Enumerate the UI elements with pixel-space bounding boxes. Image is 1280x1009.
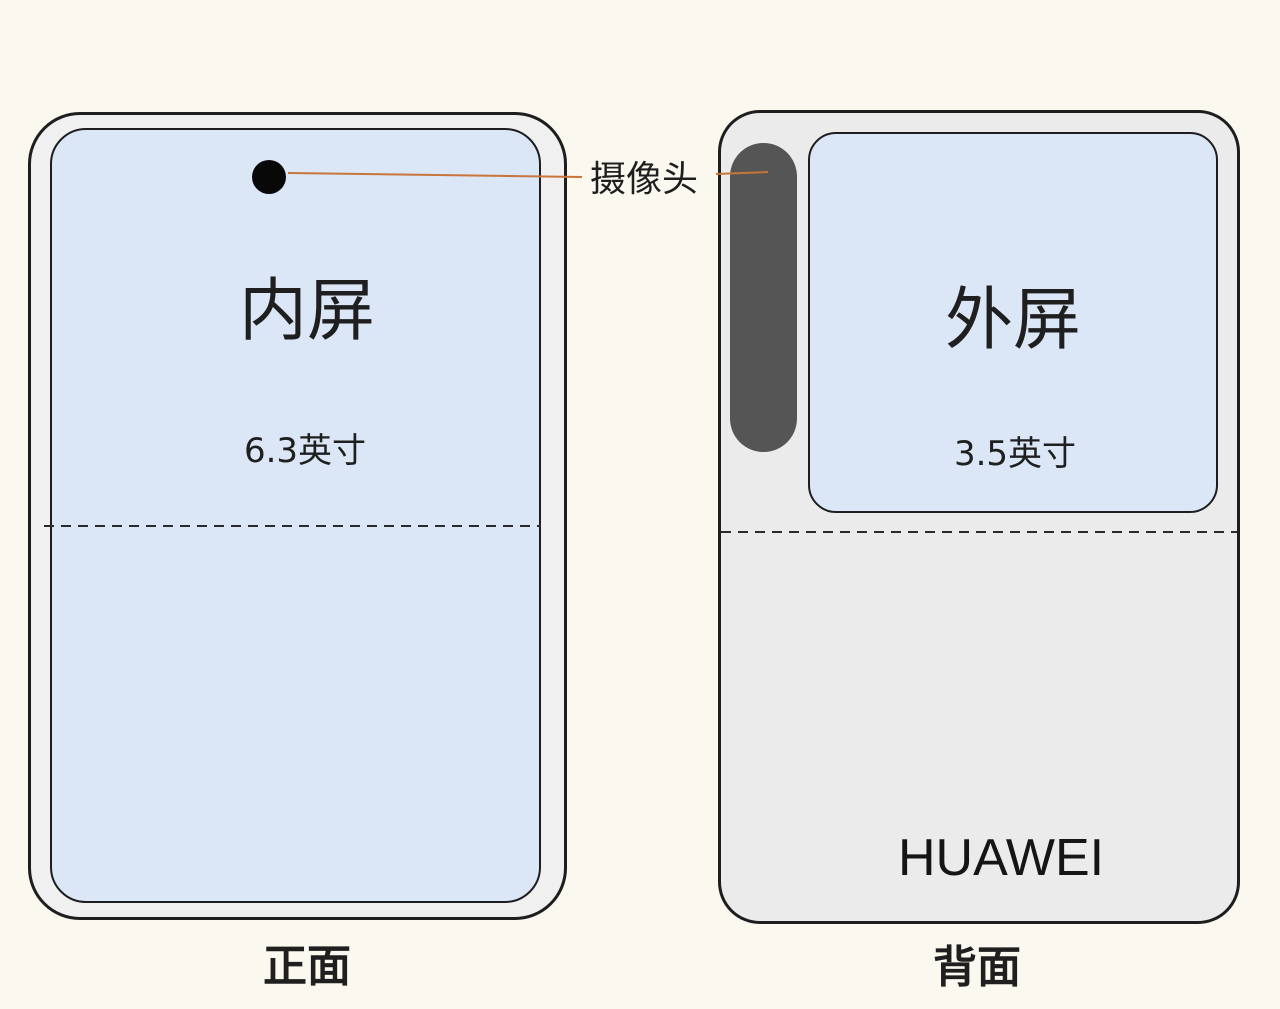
brand-logo-text: HUAWEI [898, 829, 1105, 887]
inner-screen-size: 6.3英寸 [243, 431, 367, 471]
camera-hole-icon [252, 160, 286, 194]
camera-label: 摄像头 [590, 159, 699, 200]
outer-screen-size: 3.5英寸 [953, 434, 1077, 474]
back-view-phone: 外屏 3.5英寸 HUAWEI [718, 110, 1240, 924]
inner-screen: 内屏 6.3英寸 [50, 128, 541, 903]
fold-line-front [44, 525, 541, 527]
outer-screen: 外屏 3.5英寸 [808, 132, 1218, 513]
front-view-phone: 内屏 6.3英寸 [28, 112, 567, 920]
inner-screen-title: 内屏 [238, 272, 375, 351]
back-caption: 背面 [933, 942, 1021, 993]
front-caption: 正面 [263, 941, 351, 992]
outer-screen-title: 外屏 [944, 281, 1081, 360]
fold-line-back [721, 531, 1237, 533]
camera-module [730, 143, 797, 452]
